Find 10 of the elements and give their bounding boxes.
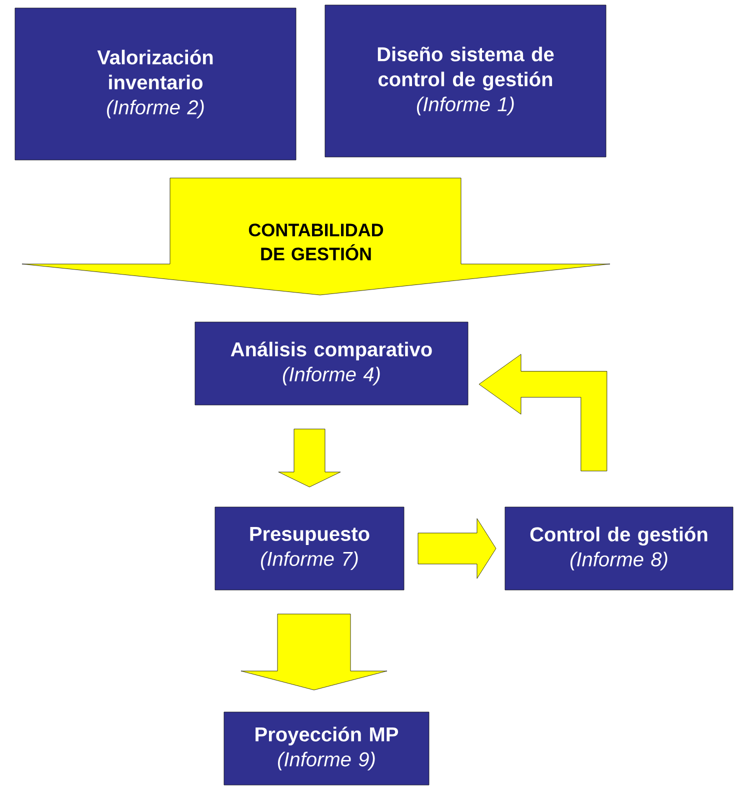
block-arrow	[278, 428, 341, 488]
report-box: Control de gestión (Informe 8)	[504, 506, 734, 590]
report-box: Análisis comparativo (Informe 4)	[194, 322, 468, 406]
report-box: Diseño sistema de control de gestión (Informe 1)	[324, 4, 606, 158]
report-box: Proyección MP (Informe 9)	[224, 712, 430, 786]
report-box: Valorización inventario (Informe 2)	[14, 8, 296, 160]
report-box: Presupuesto (Informe 7)	[214, 506, 404, 590]
block-arrow	[418, 518, 496, 579]
block-arrow	[478, 354, 608, 472]
block-arrow	[240, 614, 388, 690]
